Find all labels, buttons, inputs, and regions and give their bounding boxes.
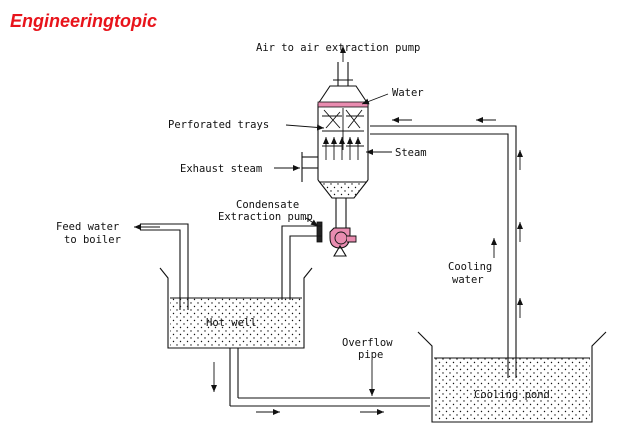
annotation-arrows	[274, 46, 392, 396]
label-feed-water: Feed water	[56, 221, 119, 233]
hot-well-tank	[134, 223, 430, 415]
label-exhaust-steam: Exhaust steam	[180, 163, 262, 175]
label-steam: Steam	[395, 147, 427, 159]
label-water: Water	[392, 87, 424, 99]
label-condensate: Condensate	[236, 199, 299, 211]
brand-logo: Engineeringtopic	[10, 11, 157, 31]
label-extraction-pump: Extraction pump	[218, 211, 313, 223]
label-overflow: Overflow	[342, 337, 393, 349]
label-cooling: Cooling	[448, 261, 492, 273]
water-distribution-plate	[317, 101, 369, 108]
extraction-pump	[281, 221, 357, 300]
label-water-2: water	[452, 274, 484, 286]
steam-up-arrows	[323, 137, 361, 160]
condenser-vessel	[301, 62, 369, 230]
cooling-pond	[370, 117, 607, 423]
label-perforated-trays: Perforated trays	[168, 119, 269, 131]
label-hot-well: Hot well	[206, 317, 257, 329]
label-to-boiler: to boiler	[64, 234, 121, 246]
label-pipe: pipe	[358, 349, 383, 361]
label-air-extraction: Air to air extraction pump	[256, 42, 420, 54]
perforated-trays	[322, 108, 364, 150]
label-cooling-pond: Cooling pond	[474, 389, 550, 401]
